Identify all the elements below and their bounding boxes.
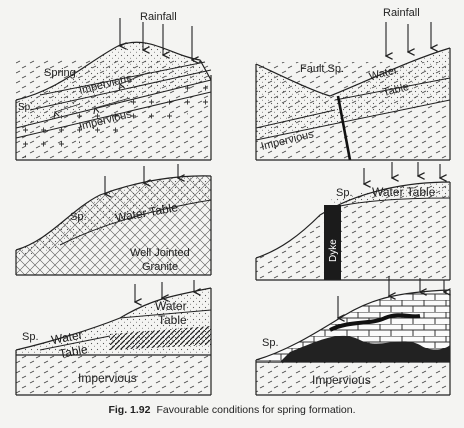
rain-arrows	[120, 18, 192, 60]
label-sp: Sp.	[18, 102, 33, 113]
figure-number: Fig. 1.92	[108, 404, 151, 416]
label-sp: Sp.	[262, 337, 279, 349]
label-table-right: Table	[158, 313, 187, 327]
label-well-jointed: Well Jointed	[130, 247, 190, 259]
panel-limestone-spring: Sp. Impervious	[255, 276, 450, 396]
label-water-right: Water	[155, 299, 187, 313]
label-rainfall: Rainfall	[383, 7, 420, 19]
clay-lens	[110, 326, 211, 350]
panel-fault-spring: Rainfall Fault Sp. Water Table Imperviou…	[255, 7, 451, 161]
panel-dyke-spring: Sp. Water Table Dyke	[255, 162, 451, 281]
panel-perched-water-table: Sp. Water Table Water Table Impervious	[15, 280, 212, 396]
label-water-table: Water Table	[372, 185, 436, 199]
label-granite: Granite	[142, 261, 178, 273]
label-spring: Spring	[44, 67, 76, 79]
label-impervious: Impervious	[312, 373, 371, 387]
label-table-left: Table	[58, 342, 89, 361]
flow-arrows	[55, 71, 151, 112]
dyke-band	[324, 205, 341, 280]
panel-jointed-granite: Sp. Water Table Well Jointed Granite	[15, 164, 212, 276]
figure-caption-text: Favourable conditions for spring formati…	[156, 404, 356, 416]
label-dyke: Dyke	[328, 239, 339, 262]
panel-impervious-layers: Rainfall Spring Sp. Impervious Imperviou…	[15, 11, 212, 161]
cavern-fill	[280, 335, 450, 362]
label-impervious: Impervious	[78, 371, 137, 385]
label-sp: Sp.	[22, 331, 39, 343]
label-sp: Sp.	[70, 211, 87, 223]
fault-line	[336, 95, 352, 161]
label-rainfall: Rainfall	[140, 11, 177, 23]
label-water-left: Water	[50, 328, 84, 347]
label-fault-sp: Fault Sp.	[300, 63, 344, 75]
figure-caption: Fig. 1.92 Favourable conditions for sprin…	[0, 404, 464, 416]
label-sp: Sp.	[336, 187, 353, 199]
